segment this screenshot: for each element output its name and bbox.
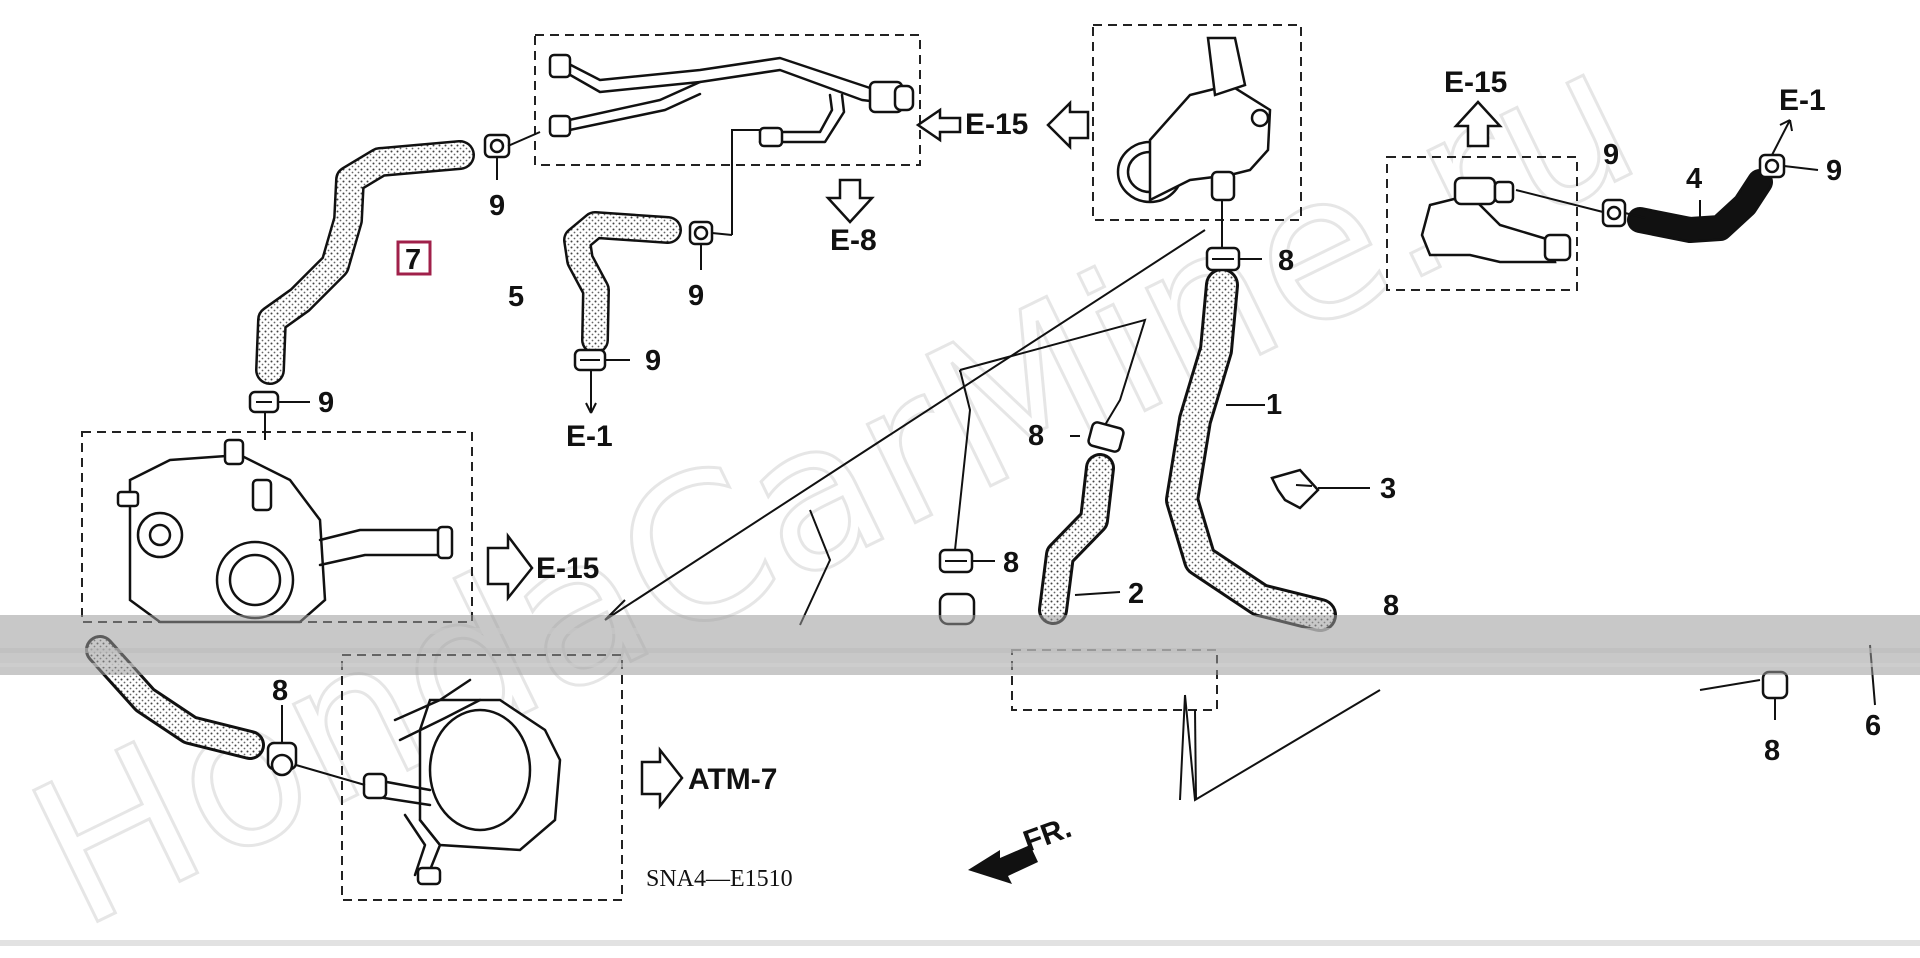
callout-8[interactable]: 8: [1278, 245, 1294, 277]
front-direction-arrow: FR.: [968, 811, 1076, 884]
clamp-8-mid[interactable]: [938, 548, 974, 574]
clamp-9-right-left[interactable]: [1601, 198, 1627, 228]
ref-e15-right-label: E-15: [536, 552, 599, 585]
callout-8[interactable]: 8: [1764, 735, 1780, 767]
ref-e15-top[interactable]: E-15: [1444, 66, 1507, 148]
atf-cooler: [362, 678, 562, 886]
clamp-8-lower-right[interactable]: [1761, 670, 1789, 700]
clamp-9-hose5-top[interactable]: [688, 220, 714, 246]
clamp-9-hose7-bottom[interactable]: [248, 390, 280, 414]
ref-e8-label: E-8: [830, 224, 877, 257]
callout-7-selected[interactable]: 7: [405, 244, 421, 276]
arrow-left-e15: [1046, 99, 1090, 151]
water-pipe-assembly: [548, 53, 915, 148]
callout-8[interactable]: 8: [1383, 590, 1399, 622]
pipe-assembly-box: [534, 34, 921, 166]
ref-e15-left[interactable]: E-15: [915, 107, 1028, 143]
ref-atm7-label: ATM-7: [688, 763, 777, 796]
clamp-9-right-top[interactable]: [1758, 153, 1786, 179]
ref-e1-left[interactable]: E-1: [566, 420, 613, 453]
hose-2[interactable]: [1038, 453, 1115, 625]
callout-4[interactable]: 4: [1686, 163, 1702, 195]
callout-9[interactable]: 9: [489, 190, 505, 222]
diagram-code: SNA4—E1510: [646, 866, 793, 892]
clamp-8-lower-left[interactable]: [266, 741, 298, 777]
callout-9[interactable]: 9: [318, 387, 334, 419]
ref-atm7[interactable]: ATM-7: [640, 746, 777, 810]
ref-e8[interactable]: E-8: [825, 178, 877, 257]
selected-part-box[interactable]: [396, 240, 432, 276]
thermostat-housing: [1116, 36, 1272, 204]
scan-noise-band: [0, 615, 1920, 946]
clamp-8-thermo[interactable]: [1205, 246, 1241, 272]
outlet-fitting: [1420, 176, 1572, 264]
clip-3[interactable]: [1270, 468, 1320, 510]
callout-8[interactable]: 8: [1003, 547, 1019, 579]
lower-box: [1011, 649, 1218, 711]
ref-e15-top-label: E-15: [1444, 66, 1507, 99]
callout-5[interactable]: 5: [508, 281, 524, 313]
callout-1[interactable]: 1: [1266, 389, 1282, 421]
ref-e15-left-label: E-15: [965, 108, 1028, 141]
hose-1[interactable]: [1165, 268, 1337, 632]
callout-8[interactable]: 8: [272, 675, 288, 707]
thermostat-housing-box: [1092, 24, 1302, 221]
callout-9[interactable]: 9: [1603, 139, 1619, 171]
callout-2[interactable]: 2: [1128, 578, 1144, 610]
ref-e1-right-label: E-1: [1779, 84, 1826, 117]
throttle-body: [116, 438, 454, 624]
hose-7[interactable]: [255, 140, 475, 385]
ref-e1-left-label: E-1: [566, 420, 613, 453]
outlet-fitting-box: [1386, 156, 1578, 291]
hose-5[interactable]: [563, 211, 682, 354]
callout-6[interactable]: 6: [1865, 710, 1881, 742]
callout-3[interactable]: 3: [1380, 473, 1396, 505]
callout-9[interactable]: 9: [645, 345, 661, 377]
clamp-9-hose5-bottom[interactable]: [573, 348, 607, 372]
callout-9[interactable]: 9: [1826, 155, 1842, 187]
hose-4[interactable]: [1627, 169, 1773, 243]
ref-e1-right[interactable]: E-1: [1779, 84, 1826, 117]
clamp-8-hose2-top[interactable]: [1087, 421, 1125, 453]
callout-8[interactable]: 8: [1028, 420, 1044, 452]
front-label: FR.: [1019, 811, 1076, 859]
callout-9[interactable]: 9: [688, 280, 704, 312]
clamp-9-top-hose7[interactable]: [483, 133, 511, 159]
throttle-body-box: [81, 431, 473, 623]
ref-e15-right[interactable]: E-15: [486, 532, 599, 602]
